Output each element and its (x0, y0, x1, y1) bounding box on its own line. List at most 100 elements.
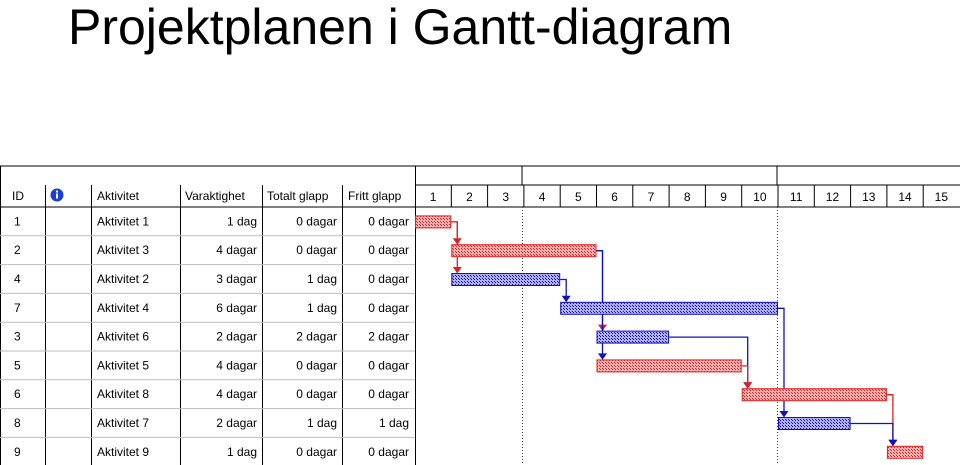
cell-activity: Aktivitet 4 (97, 301, 149, 315)
day-label: 12 (826, 190, 840, 204)
table-row[interactable]: 9 Aktivitet 9 1 dag 0 dagar 0 dagar (14, 445, 409, 459)
dependency-link (596, 250, 607, 332)
table-frame (0, 165, 960, 208)
day-label: 7 (648, 190, 655, 204)
dependency-links (451, 221, 898, 447)
critical-task-bar[interactable] (886, 445, 924, 459)
day-label: 10 (753, 190, 767, 204)
arrow-head (779, 411, 789, 418)
cell-total-slack: 1 dag (307, 301, 337, 315)
task-bar[interactable] (451, 273, 561, 286)
arrow-head (598, 353, 607, 360)
day-label: 1 (430, 190, 437, 204)
task-bar[interactable] (778, 417, 851, 430)
cell-total-slack: 0 dagar (296, 243, 337, 257)
cell-activity: Aktivitet 1 (97, 214, 149, 228)
cell-activity: Aktivitet 3 (97, 243, 149, 257)
day-label: 8 (684, 190, 691, 204)
header-free-slack[interactable]: Fritt glapp (348, 189, 402, 203)
arrow-head (743, 382, 753, 389)
cell-duration: 4 dagar (216, 358, 257, 372)
cell-duration: 1 dag (227, 214, 257, 228)
dependency-link (596, 250, 607, 360)
cell-total-slack: 1 dag (307, 416, 337, 430)
header-activity[interactable]: Aktivitet (97, 189, 140, 203)
table-row[interactable]: 4 Aktivitet 2 3 dagar 1 dag 0 dagar (14, 272, 409, 286)
cell-free-slack: 0 dagar (368, 214, 409, 228)
cell-activity: Aktivitet 2 (97, 272, 149, 286)
header-total-slack[interactable]: Totalt glapp (267, 189, 329, 203)
cell-duration: 2 dagar (216, 416, 257, 430)
cell-total-slack: 1 dag (307, 272, 337, 286)
day-label: 6 (611, 190, 618, 204)
dependency-link (886, 394, 898, 447)
cell-activity: Aktivitet 9 (97, 445, 149, 459)
cell-id: 4 (14, 272, 21, 286)
cell-free-slack: 0 dagar (368, 387, 409, 401)
day-label: 3 (502, 190, 509, 204)
cell-free-slack: 0 dagar (368, 301, 409, 315)
critical-task-bar[interactable] (451, 244, 597, 258)
cell-free-slack: 0 dagar (368, 272, 409, 286)
dependency-link (451, 221, 462, 245)
table-row[interactable]: 2 Aktivitet 3 4 dagar 0 dagar 0 dagar (14, 243, 409, 257)
cell-duration: 3 dagar (216, 272, 257, 286)
cell-free-slack: 2 dagar (368, 330, 409, 344)
day-label: 4 (539, 190, 546, 204)
cell-id: 2 (14, 243, 21, 257)
cell-duration: 1 dag (227, 445, 257, 459)
day-label: 9 (720, 190, 727, 204)
day-label: 13 (862, 190, 876, 204)
header-duration[interactable]: Varaktighet (185, 189, 245, 203)
cell-total-slack: 0 dagar (296, 214, 337, 228)
task-bar[interactable] (560, 301, 779, 315)
task-bar[interactable] (596, 330, 670, 344)
cell-activity: Aktivitet 5 (97, 358, 149, 372)
cell-free-slack: 0 dagar (368, 243, 409, 257)
cell-id: 8 (14, 416, 21, 430)
cell-activity: Aktivitet 8 (97, 387, 149, 401)
day-label: 2 (466, 190, 473, 204)
arrow-head (561, 295, 571, 303)
table-row[interactable]: 7 Aktivitet 4 6 dagar 1 dag 0 dagar (14, 301, 409, 315)
info-icon[interactable] (50, 188, 64, 202)
day-label: 15 (935, 190, 949, 204)
cell-activity: Aktivitet 7 (97, 416, 149, 430)
gantt-bars (415, 215, 924, 459)
page-title: Projektplanen i Gantt-diagram (68, 0, 733, 55)
dependency-link (741, 365, 753, 389)
cell-duration: 4 dagar (216, 387, 257, 401)
cell-free-slack: 0 dagar (368, 358, 409, 372)
cell-id: 3 (14, 330, 21, 344)
arrow-head (888, 439, 898, 447)
dependency-link (560, 278, 571, 303)
dependency-link (778, 307, 789, 418)
arrow-head (452, 267, 462, 274)
cell-id: 9 (14, 445, 21, 459)
cell-free-slack: 1 dag (379, 416, 409, 430)
day-label: 11 (790, 190, 803, 204)
cell-duration: 4 dagar (216, 243, 257, 257)
cell-id: 7 (14, 301, 21, 315)
cell-total-slack: 2 dagar (296, 330, 337, 344)
cell-duration: 6 dagar (216, 301, 257, 315)
critical-task-bar[interactable] (415, 215, 452, 229)
cell-total-slack: 0 dagar (296, 387, 337, 401)
table-row[interactable]: 8 Aktivitet 7 2 dagar 1 dag 1 dag (14, 416, 409, 430)
header-id[interactable]: ID (12, 189, 24, 203)
critical-task-bar[interactable] (596, 359, 742, 373)
day-label: 14 (898, 190, 912, 204)
critical-task-bar[interactable] (741, 388, 887, 402)
cell-total-slack: 0 dagar (296, 445, 337, 459)
cell-duration: 2 dagar (216, 330, 257, 344)
dependency-link (850, 422, 898, 447)
cell-free-slack: 0 dagar (368, 445, 409, 459)
table-grid (0, 166, 778, 465)
cell-total-slack: 0 dagar (296, 358, 337, 372)
